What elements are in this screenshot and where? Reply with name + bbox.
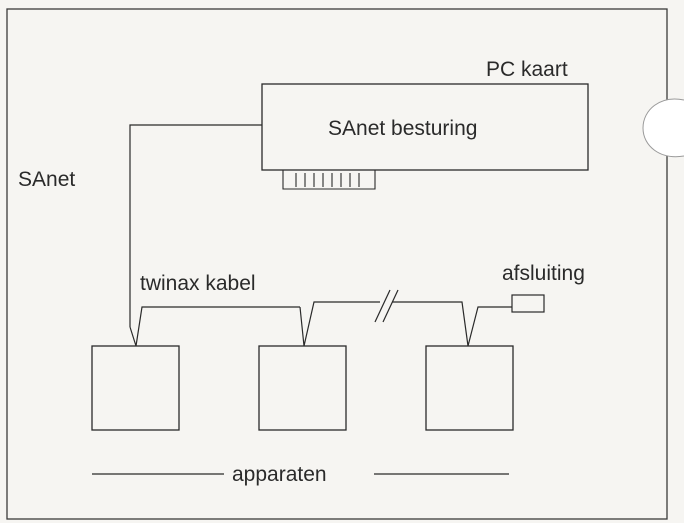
- pc-card-label: PC kaart: [486, 58, 568, 81]
- drop-2: [299, 301, 380, 347]
- controller-label: SAnet besturing: [328, 117, 477, 140]
- terminator-label: afsluiting: [502, 262, 585, 285]
- break-mark-2: [382, 289, 399, 323]
- device-1: [91, 345, 180, 431]
- drop-1: [129, 306, 300, 347]
- sanet-label: SAnet: [18, 168, 75, 191]
- device-2: [258, 345, 347, 431]
- page-frame: [6, 8, 668, 520]
- edge-connector: [282, 170, 376, 190]
- binder-hole: [642, 98, 684, 158]
- drop-3: [392, 301, 512, 347]
- cable-label: twinax kabel: [140, 272, 256, 295]
- terminator: [511, 294, 545, 313]
- sanet-line: [129, 124, 262, 327]
- device-3: [425, 345, 514, 431]
- devices-label: apparaten: [232, 463, 327, 486]
- pc-card: [261, 83, 589, 171]
- break-mark-1: [374, 289, 391, 323]
